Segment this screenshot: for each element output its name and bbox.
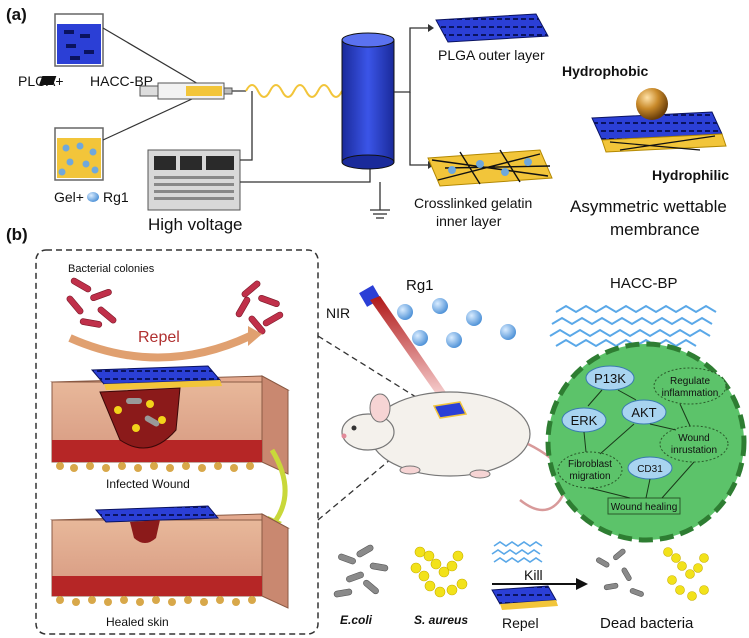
mouse-dressing-patch <box>432 401 468 419</box>
pathway-node-akt: AKT <box>621 399 667 425</box>
plga-outer-layer-label: PLGA outer layer <box>438 47 545 63</box>
bacteria-cluster-right <box>235 280 284 335</box>
electrospinning-jet <box>245 84 343 98</box>
gel-label: Gel+ <box>54 189 84 205</box>
asymmetric-label-2: membrance <box>610 220 700 239</box>
branch-line-inner <box>409 92 428 166</box>
beaker-gel-rg1 <box>54 127 104 181</box>
healed-skin-label: Healed skin <box>106 615 169 629</box>
svg-text:inflammation: inflammation <box>662 388 719 399</box>
svg-text:Wound healing: Wound healing <box>611 502 678 513</box>
kill-label: Kill <box>524 567 543 583</box>
syringe-icon <box>139 82 246 100</box>
dead-bacteria-label: Dead bacteria <box>600 615 694 632</box>
pathway-node-wound-healing: Wound healing <box>607 497 681 515</box>
healed-skin-block <box>50 505 290 609</box>
infected-wound-shape <box>99 387 181 449</box>
gelatin-inner-layer-image <box>427 149 553 187</box>
repel-label-bottom: Repel <box>502 615 539 631</box>
svg-text:AKT: AKT <box>631 405 656 420</box>
repel-membrane-icon <box>491 585 558 610</box>
panel-b-label: (b) <box>6 225 28 244</box>
pathway-node-cd31: CD31 <box>627 456 673 480</box>
pathway-node-regulate: Regulate inflammation <box>653 367 727 405</box>
feed-line-top <box>102 27 206 89</box>
hacc-bp-label: HACC-BP <box>90 73 153 89</box>
svg-text:Fibroblast: Fibroblast <box>568 459 612 470</box>
plga-outer-layer-image <box>435 13 549 43</box>
voltage-wire-to-needle <box>240 91 253 161</box>
collector-drum <box>341 32 395 170</box>
branch-line-outer <box>394 27 428 93</box>
pathway-node-p13k: P13K <box>585 365 635 391</box>
high-voltage-label: High voltage <box>148 215 243 234</box>
infected-skin-block <box>50 365 290 475</box>
pathway-node-erk: ERK <box>561 407 607 433</box>
pathway-node-wound-inrustation: Wound inrustation <box>659 425 729 463</box>
svg-text:ERK: ERK <box>571 413 598 428</box>
dead-bacteria-icon <box>596 547 709 601</box>
high-voltage-supply-icon <box>147 149 241 211</box>
wound-inset-box <box>35 249 319 635</box>
kill-hacc-bp-icon <box>491 541 543 563</box>
hacc-bp-sheet-icon <box>39 76 57 85</box>
pathway-arrows <box>583 389 695 499</box>
asymmetric-label-1: Asymmetric wettable <box>570 197 727 216</box>
rg1-drop-icon <box>87 192 99 202</box>
asymmetric-membrane-image <box>591 88 727 153</box>
repel-arrow <box>68 332 252 362</box>
hydrophobic-label: Hydrophobic <box>562 63 649 79</box>
water-droplet-ball-icon <box>636 88 668 120</box>
crosslinked-gelatin-label-1: Crosslinked gelatin <box>414 195 532 211</box>
rg1-label: Rg1 <box>406 277 434 294</box>
panel-a-label: (a) <box>6 5 27 24</box>
healing-arrow <box>269 448 288 522</box>
svg-text:inrustation: inrustation <box>671 445 717 456</box>
repel-label-top: Repel <box>138 329 180 346</box>
saureus-label: S. aureus <box>414 613 468 627</box>
rg1-molecules-icon <box>397 298 516 348</box>
healed-scab-shape <box>130 520 160 543</box>
hacc-bp-title: HACC-BP <box>610 275 678 292</box>
nir-label: NIR <box>326 305 350 321</box>
ground-icon <box>370 209 390 219</box>
callout-line-top <box>317 335 441 413</box>
mouse-illustration <box>341 391 567 512</box>
nir-laser-beam <box>370 296 454 408</box>
svg-text:Regulate: Regulate <box>670 376 710 387</box>
svg-text:P13K: P13K <box>594 371 626 386</box>
hacc-bp-sheet-illustration <box>549 304 717 348</box>
crosslinked-gelatin-label-2: inner layer <box>436 213 502 229</box>
rg1-small-label: Rg1 <box>103 189 129 205</box>
bacteria-cluster-left <box>66 277 117 328</box>
saureus-cluster-icon <box>410 546 468 598</box>
svg-text:migration: migration <box>569 471 610 482</box>
ecoli-cluster-icon <box>333 544 389 598</box>
svg-text:CD31: CD31 <box>637 464 663 475</box>
bacterial-colonies-label: Bacterial colonies <box>68 263 155 275</box>
beaker-plga-hacc <box>54 13 104 67</box>
svg-text:Wound: Wound <box>678 433 710 444</box>
hydrophilic-label: Hydrophilic <box>652 167 729 183</box>
infected-wound-label: Infected Wound <box>106 477 190 491</box>
feed-line-bottom <box>102 92 206 141</box>
pathway-node-fibroblast: Fibroblast migration <box>557 451 623 489</box>
ecoli-label: E.coli <box>340 613 373 627</box>
